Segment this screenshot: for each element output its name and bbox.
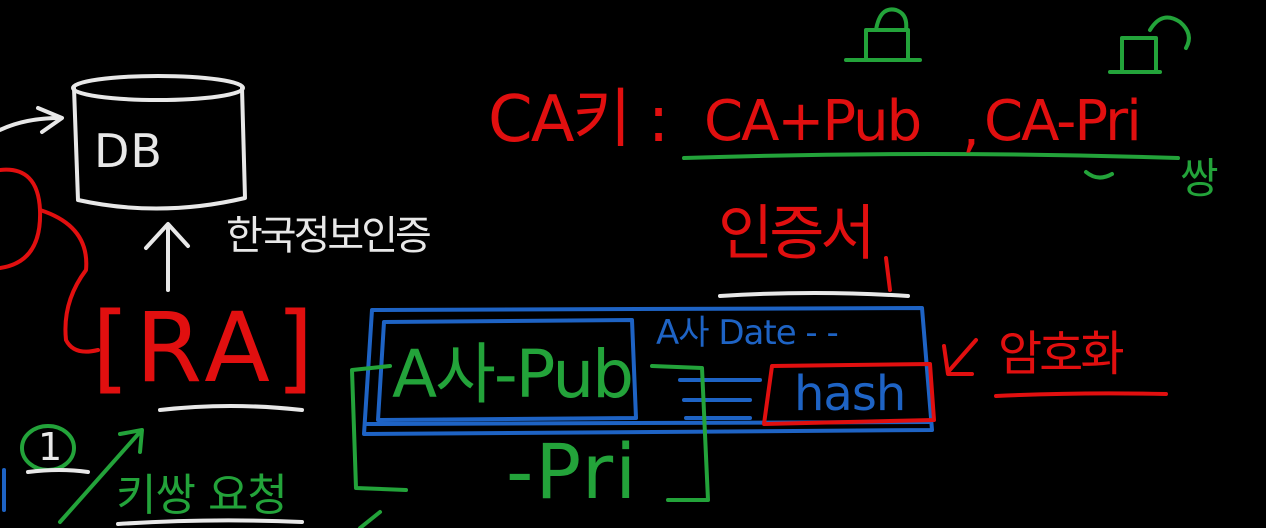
certificate-underline [718,291,910,298]
red-connector-curve [0,167,43,270]
certificate-metadata: A사 Date - - [656,313,839,353]
key-pair-request-underline [116,518,304,526]
request-arrow-icon [58,428,144,524]
ca-key-underline-tick [1084,170,1114,180]
green-bracket-left [350,364,408,492]
hash-box [762,362,936,426]
lock-icon-2 [1108,15,1191,74]
ca-private-key: CA-Pri [984,89,1142,154]
ra-underline [158,404,304,412]
korea-cert-label: 한국정보인증 [226,213,432,259]
encrypt-label: 암호화 [998,326,1124,382]
owner-pub-box [376,318,638,422]
hash-label: hash [794,366,906,422]
up-arrow-icon [144,222,190,292]
green-bracket-right [650,364,710,502]
ca-public-key: CA+Pub [704,89,922,154]
certificate-label: 인증서 [718,199,876,269]
encrypt-arrow-icon [942,338,978,376]
step-number: 1 [38,425,64,469]
certificate-outer-box [362,306,934,436]
database-cylinder-icon [71,74,247,211]
key-pair-note: 쌍 [1180,154,1220,203]
private-key-label: -Pri [506,427,639,516]
ca-key-prefix: CA키 : [488,83,669,157]
ca-key-separator: , [962,95,981,160]
owner-public-key: A사-Pub [392,336,634,413]
step-underline [26,468,90,474]
red-connector-curve-2 [38,208,100,354]
key-pair-request-label: 키쌍 요청 [116,470,288,521]
database-label: DB [94,124,163,178]
ca-key-underline [682,152,1180,160]
certificate-arrow [884,256,892,292]
arrow-into-db-icon [0,106,64,134]
green-edge-mark [358,510,382,528]
ra-label: [RA] [92,292,320,404]
lock-icon [844,7,922,62]
encrypt-underline [994,391,1168,398]
